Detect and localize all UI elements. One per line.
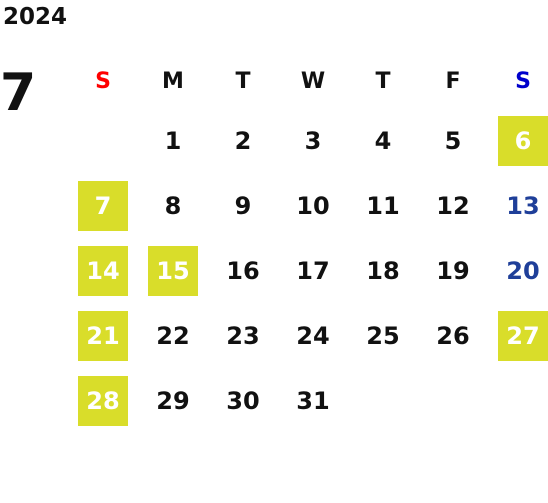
day-number: 31 — [296, 386, 330, 415]
day-number: 10 — [296, 191, 330, 220]
day-cell: 7 — [68, 173, 138, 238]
weekday-friday: F — [445, 69, 461, 94]
day-cell: 23 — [208, 303, 278, 368]
day-cell: 14 — [68, 238, 138, 303]
day-cell — [68, 108, 138, 173]
day-number: 30 — [226, 386, 260, 415]
day-cell: 9 — [208, 173, 278, 238]
highlighted-day-number: 6 — [498, 115, 548, 166]
weekday-tuesday: T — [235, 69, 251, 94]
day-number: 20 — [506, 256, 540, 285]
day-cell: 11 — [348, 173, 418, 238]
day-number: 12 — [436, 191, 470, 220]
day-number: 13 — [506, 191, 540, 220]
day-number: 23 — [226, 321, 260, 350]
day-cell: 30 — [208, 368, 278, 433]
calendar-year: 2024 — [3, 4, 68, 30]
day-cell: 19 — [418, 238, 488, 303]
day-cell: 21 — [68, 303, 138, 368]
day-cell — [348, 368, 418, 433]
day-number: 11 — [366, 191, 400, 220]
day-number: 2 — [234, 126, 252, 155]
day-number: 9 — [234, 191, 252, 220]
highlighted-day-number: 7 — [78, 180, 128, 231]
day-cell: 29 — [138, 368, 208, 433]
day-number: 25 — [366, 321, 400, 350]
day-cell: 4 — [348, 108, 418, 173]
day-cell: 20 — [488, 238, 548, 303]
day-cell: 16 — [208, 238, 278, 303]
day-cell: 27 — [488, 303, 548, 368]
day-cell: 22 — [138, 303, 208, 368]
day-number: 16 — [226, 256, 260, 285]
weekday-saturday: S — [515, 69, 531, 94]
highlighted-day-number: 27 — [498, 310, 548, 361]
day-number: 29 — [156, 386, 190, 415]
day-cell: 24 — [278, 303, 348, 368]
day-cell: 18 — [348, 238, 418, 303]
day-cell: 6 — [488, 108, 548, 173]
day-cell: 15 — [138, 238, 208, 303]
day-number: 24 — [296, 321, 330, 350]
weekday-monday: M — [162, 69, 184, 94]
day-cell: 26 — [418, 303, 488, 368]
highlighted-day-number: 15 — [148, 245, 198, 296]
highlighted-day-number: 28 — [78, 375, 128, 426]
day-number: 1 — [164, 126, 182, 155]
day-cell: 3 — [278, 108, 348, 173]
day-number: 18 — [366, 256, 400, 285]
highlighted-day-number: 21 — [78, 310, 128, 361]
day-cell — [418, 368, 488, 433]
calendar-grid: S M T W T F S 1 2 3 4 5 6 7 8 9 10 11 12… — [68, 56, 548, 433]
day-number: 26 — [436, 321, 470, 350]
day-cell: 8 — [138, 173, 208, 238]
day-number: 4 — [374, 126, 392, 155]
day-cell: 31 — [278, 368, 348, 433]
day-cell: 1 — [138, 108, 208, 173]
weekday-sunday: S — [95, 69, 111, 94]
day-cell: 12 — [418, 173, 488, 238]
day-number: 19 — [436, 256, 470, 285]
calendar-month: 7 — [0, 63, 37, 123]
day-number: 3 — [304, 126, 322, 155]
day-cell: 2 — [208, 108, 278, 173]
day-number: 5 — [444, 126, 462, 155]
day-cell: 5 — [418, 108, 488, 173]
day-cell: 28 — [68, 368, 138, 433]
highlighted-day-number: 14 — [78, 245, 128, 296]
weekday-wednesday: W — [300, 69, 326, 94]
day-cell: 13 — [488, 173, 548, 238]
day-cell: 10 — [278, 173, 348, 238]
day-cell: 17 — [278, 238, 348, 303]
day-number: 22 — [156, 321, 190, 350]
weekday-thursday: T — [375, 69, 391, 94]
day-cell: 25 — [348, 303, 418, 368]
day-number: 17 — [296, 256, 330, 285]
day-number: 8 — [164, 191, 182, 220]
day-cell — [488, 368, 548, 433]
